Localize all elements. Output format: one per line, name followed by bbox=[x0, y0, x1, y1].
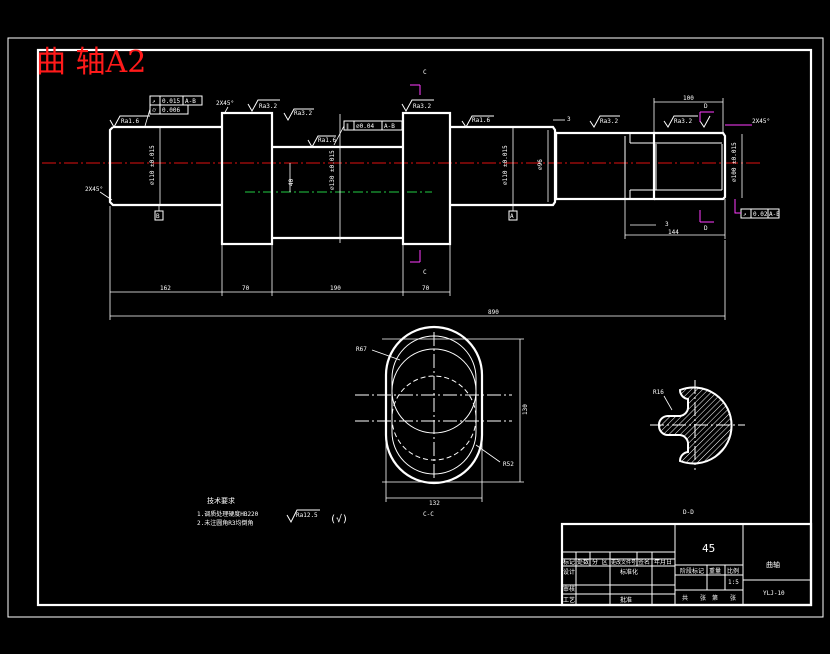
notes-line2: 2.未注圆角R3均倒角 bbox=[197, 519, 253, 527]
tb-h-mark: 标记 bbox=[563, 558, 575, 566]
dim-162: 162 bbox=[160, 285, 171, 292]
tb-drawing-no: YLJ-10 bbox=[763, 590, 785, 597]
svg-text:⌭: ⌭ bbox=[152, 107, 157, 114]
dim-r16: R16 bbox=[653, 389, 664, 396]
tb-scale-label: 比例 bbox=[727, 567, 739, 575]
marker-d-bottom: D bbox=[704, 225, 708, 232]
tb-stage: 阶段标记 bbox=[680, 567, 704, 575]
tb-r-design: 设计 bbox=[563, 568, 575, 576]
datum-b: B bbox=[156, 213, 160, 220]
marker-c-top: C bbox=[423, 69, 427, 76]
inner-frame bbox=[36, 48, 813, 607]
ra-mid: Ra1.6 bbox=[472, 117, 490, 124]
chamfer-left: 2X45° bbox=[85, 186, 103, 193]
section-dd-view bbox=[650, 380, 745, 470]
tol-runout-2: 0.02 bbox=[753, 211, 768, 218]
notes-heading: 技术要求 bbox=[207, 496, 235, 505]
ra-web-right: Ra3.2 bbox=[413, 103, 431, 110]
chamfer-right: 2X45° bbox=[752, 118, 770, 125]
dim-d-right: ∅100 ±0.015 bbox=[731, 142, 738, 182]
tb-r-std: 标准化 bbox=[620, 568, 638, 576]
dim-r67: R67 bbox=[356, 346, 367, 353]
tb-h-count: 处数 bbox=[577, 558, 589, 566]
tol-runout-1-datum: A-B bbox=[185, 98, 196, 105]
notes-line1: 1.调质处理硬度HB220 bbox=[197, 510, 259, 518]
tb-total: 共 bbox=[682, 594, 688, 602]
tb-part-name: 曲轴 bbox=[766, 560, 780, 569]
dim-d-mid: ∅110 ±0.015 bbox=[502, 145, 509, 185]
tol-cyl-1: 0.006 bbox=[162, 107, 180, 114]
dim-d96: ∅96 bbox=[537, 159, 544, 170]
label-dd: D-D bbox=[683, 509, 694, 516]
dim-144: 144 bbox=[668, 229, 679, 236]
drawing-title: 曲 轴A2 bbox=[36, 45, 146, 80]
diameter-dimensions: ∅110 ±0.015 ∅130 ±0.015 40 ∅110 ±0.015 ∅… bbox=[149, 114, 743, 243]
tb-r-process: 工艺 bbox=[563, 596, 575, 604]
tb-sheet: 张 bbox=[700, 594, 706, 602]
ra-left: Ra1.6 bbox=[121, 118, 139, 125]
dim-total: 890 bbox=[488, 309, 499, 316]
svg-text:∥: ∥ bbox=[346, 123, 349, 130]
chamfer-top: 2X45° bbox=[216, 100, 234, 107]
dim-3a: 3 bbox=[567, 116, 571, 123]
ra-right: Ra3.2 bbox=[674, 118, 692, 125]
tb-scale: 1:5 bbox=[728, 579, 739, 586]
tb-first: 第 bbox=[712, 594, 718, 602]
tolerance-frames: ↗ 0.015 A-B ⌭ 0.006 ∥ ∅0.04 A-B ↗ 0.02 A… bbox=[144, 95, 780, 219]
dim-d-left: ∅110 ±0.015 bbox=[149, 145, 156, 185]
label-cc: C-C bbox=[423, 511, 434, 518]
dim-100: 100 bbox=[683, 95, 694, 102]
dim-r52: R52 bbox=[503, 461, 514, 468]
dim-3b: 3 bbox=[665, 221, 669, 228]
ra-web-inner: Ra3.2 bbox=[294, 110, 312, 117]
tb-sheet2: 张 bbox=[730, 594, 736, 602]
roughness-rest-symbol bbox=[286, 509, 320, 524]
svg-text:↗: ↗ bbox=[743, 211, 747, 218]
dim-d-crank: ∅130 ±0.015 bbox=[329, 150, 336, 190]
tb-h-date: 年月日 bbox=[654, 558, 672, 566]
ra-web-left: Ra3.2 bbox=[259, 103, 277, 110]
title-block bbox=[560, 522, 813, 607]
tb-h-zone: 分 区 bbox=[592, 558, 608, 566]
length-dimensions: 162 70 190 70 890 bbox=[109, 206, 726, 320]
dim-190: 190 bbox=[330, 285, 341, 292]
tol-par-1: ∅0.04 bbox=[356, 123, 374, 130]
roughness-symbols: Ra1.6 Ra3.2 Ra3.2 Ra1.6 Ra3.2 Ra1.6 Ra3.… bbox=[109, 99, 711, 149]
shaft-outline bbox=[108, 111, 727, 246]
tol-runout-2-datum: A-B bbox=[769, 211, 780, 218]
tb-r-check: 审核 bbox=[563, 585, 575, 593]
marker-d-top: D bbox=[704, 103, 708, 110]
tb-h-doc: 更改文件号 bbox=[611, 559, 636, 566]
dim-70a: 70 bbox=[242, 285, 250, 292]
outer-frame bbox=[7, 37, 824, 618]
section-cc-view bbox=[355, 325, 524, 502]
dim-130: 130 bbox=[522, 404, 529, 415]
tol-par-1-datum: A-B bbox=[384, 123, 395, 130]
marker-c-bottom: C bbox=[423, 269, 427, 276]
ra-step: Ra3.2 bbox=[600, 118, 618, 125]
ra-rest: Ra12.5 bbox=[296, 512, 318, 519]
tb-material: 45 bbox=[702, 542, 715, 555]
tb-r-approve: 批准 bbox=[620, 596, 632, 604]
dim-offset: 40 bbox=[288, 178, 295, 186]
svg-text:↗: ↗ bbox=[152, 98, 156, 105]
tb-h-sign: 签名 bbox=[638, 558, 650, 566]
dim-132: 132 bbox=[429, 500, 440, 507]
tol-runout-1: 0.015 bbox=[162, 98, 180, 105]
tb-weight: 重量 bbox=[709, 567, 721, 575]
datum-a: A bbox=[510, 213, 514, 220]
ra-crankpin: Ra1.6 bbox=[318, 137, 336, 144]
dim-70b: 70 bbox=[422, 285, 430, 292]
rest-mark: (√) bbox=[330, 513, 348, 525]
section-markers: C C D D bbox=[410, 69, 714, 276]
